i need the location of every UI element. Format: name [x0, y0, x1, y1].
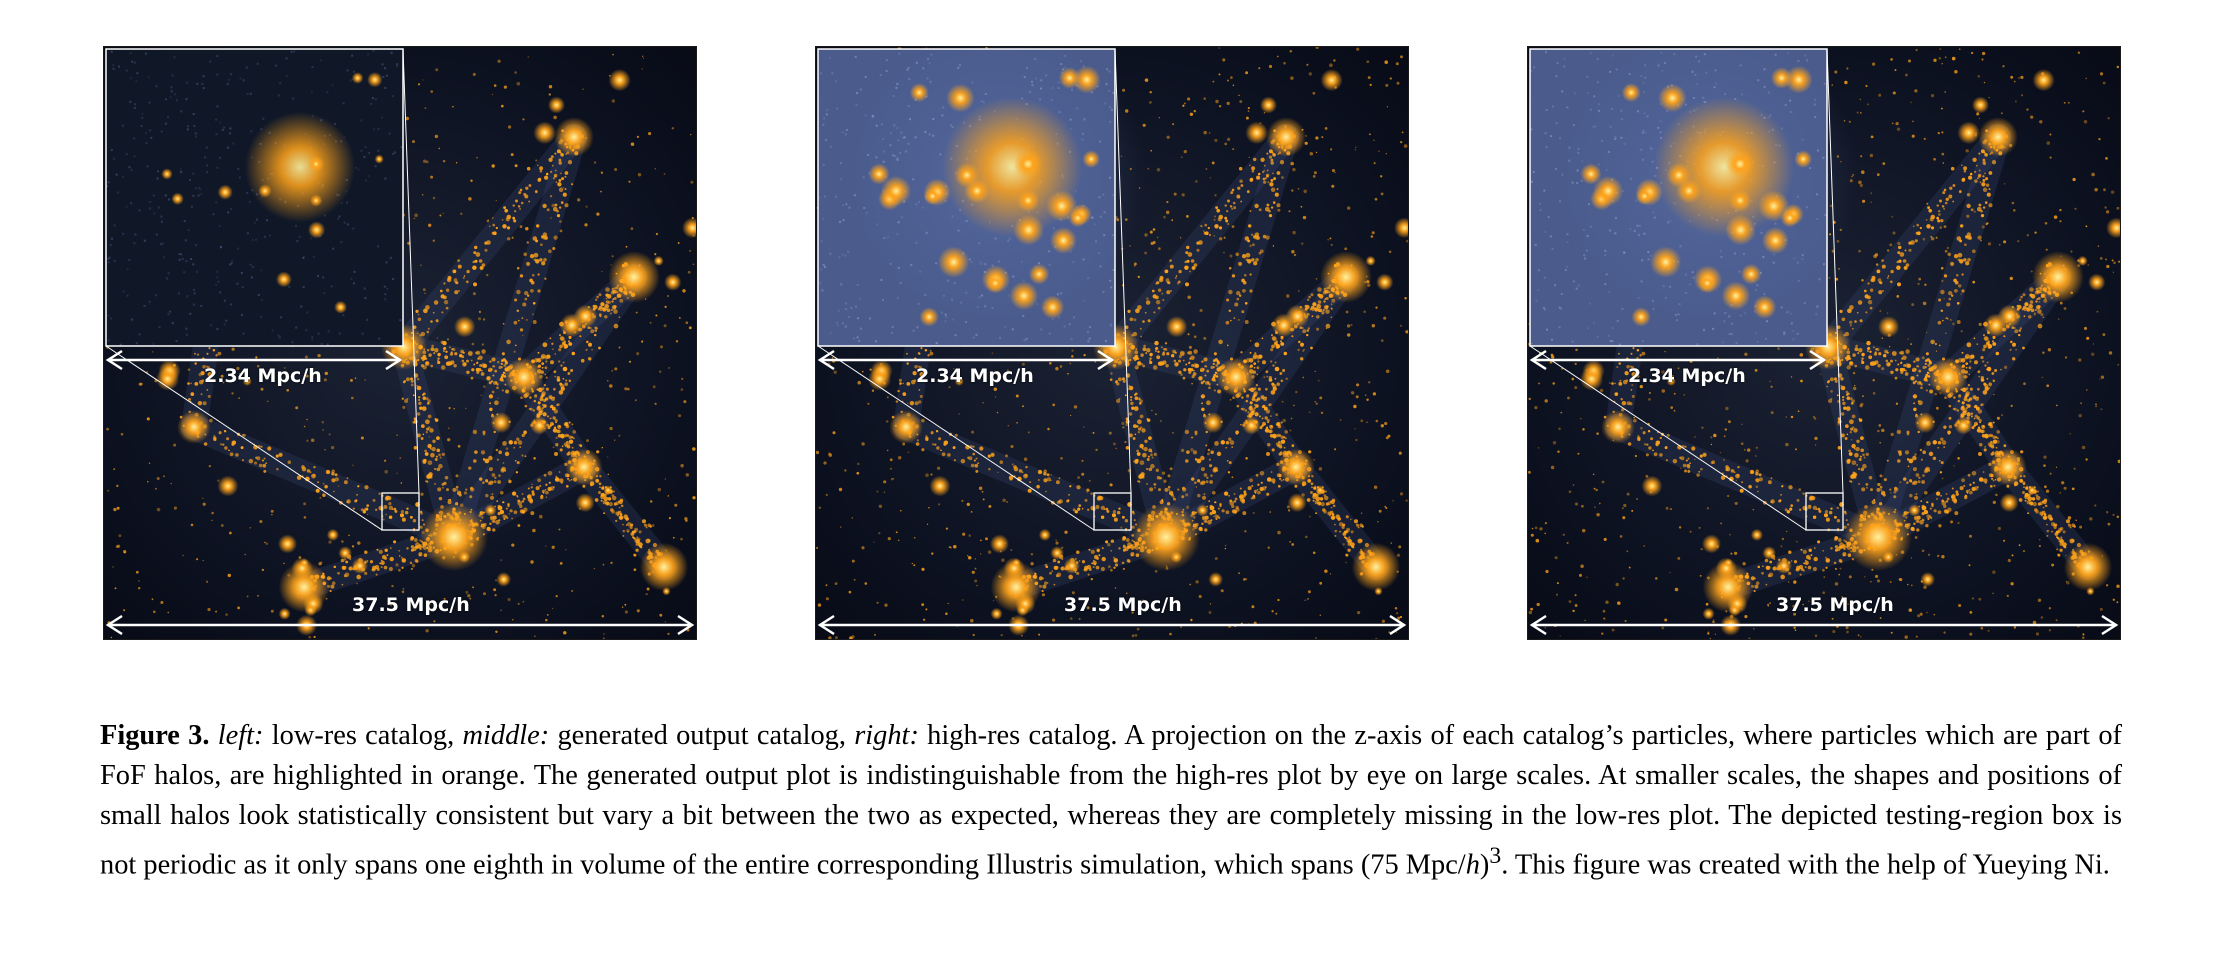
zoom-scale-label: 2.34 Mpc/h — [204, 365, 322, 387]
simulation-projection — [816, 47, 1408, 639]
simulation-projection — [105, 48, 696, 639]
caption-right-text: high-res catalog. A projection on the z-… — [100, 720, 2122, 881]
box-scale-arrow — [1529, 614, 2119, 636]
caption-middle-text: generated output catalog, — [549, 720, 855, 751]
zoom-connector — [817, 345, 1095, 531]
box-scale-label: 37.5 Mpc/h — [352, 594, 470, 616]
zoom-connector — [1826, 48, 1844, 494]
zoom-scale-label: 2.34 Mpc/h — [1628, 365, 1746, 387]
box-scale-arrow — [817, 614, 1407, 636]
caption-middle-tag: middle: — [462, 720, 550, 751]
zoom-source-box — [1805, 492, 1844, 531]
box-scale-label: 37.5 Mpc/h — [1064, 594, 1182, 616]
zoom-source-box — [381, 492, 420, 531]
zoom-source-box — [1093, 492, 1132, 531]
caption-formula-h: h — [1465, 849, 1480, 881]
box-scale-arrow — [105, 614, 695, 636]
zoom-connector — [1529, 345, 1807, 531]
caption-formula-close: ) — [1479, 849, 1490, 881]
zoom-scale-arrow — [105, 349, 403, 371]
zoom-inset — [1529, 47, 1858, 347]
caption-left-tag: left: — [217, 720, 264, 751]
zoom-scale-label: 2.34 Mpc/h — [916, 365, 1034, 387]
caption-right-tag: right: — [854, 720, 919, 751]
zoom-scale-arrow — [817, 349, 1115, 371]
zoom-inset — [105, 48, 404, 347]
caption-formula-exp: 3 — [1489, 843, 1502, 869]
zoom-inset — [817, 47, 1146, 347]
simulation-projection — [1528, 47, 2120, 639]
zoom-connector — [402, 48, 420, 494]
zoom-connector — [1114, 48, 1132, 494]
panel-left: 2.34 Mpc/h 37.5 Mpc/h — [103, 46, 697, 640]
caption-left-text: low-res catalog, — [263, 720, 463, 751]
caption-formula-base: (75 Mpc/ — [1360, 849, 1466, 881]
panel-middle: 2.34 Mpc/h 37.5 Mpc/h — [815, 46, 1409, 640]
zoom-scale-arrow — [1529, 349, 1827, 371]
box-scale-label: 37.5 Mpc/h — [1776, 594, 1894, 616]
caption-closing-text: . This figure was created with the help … — [1501, 849, 2110, 881]
panel-right: 2.34 Mpc/h 37.5 Mpc/h — [1527, 46, 2121, 640]
figure-caption: Figure 3. left: low-res catalog, middle:… — [100, 716, 2122, 885]
figure-label: Figure 3. — [100, 720, 210, 751]
zoom-connector — [105, 345, 383, 531]
